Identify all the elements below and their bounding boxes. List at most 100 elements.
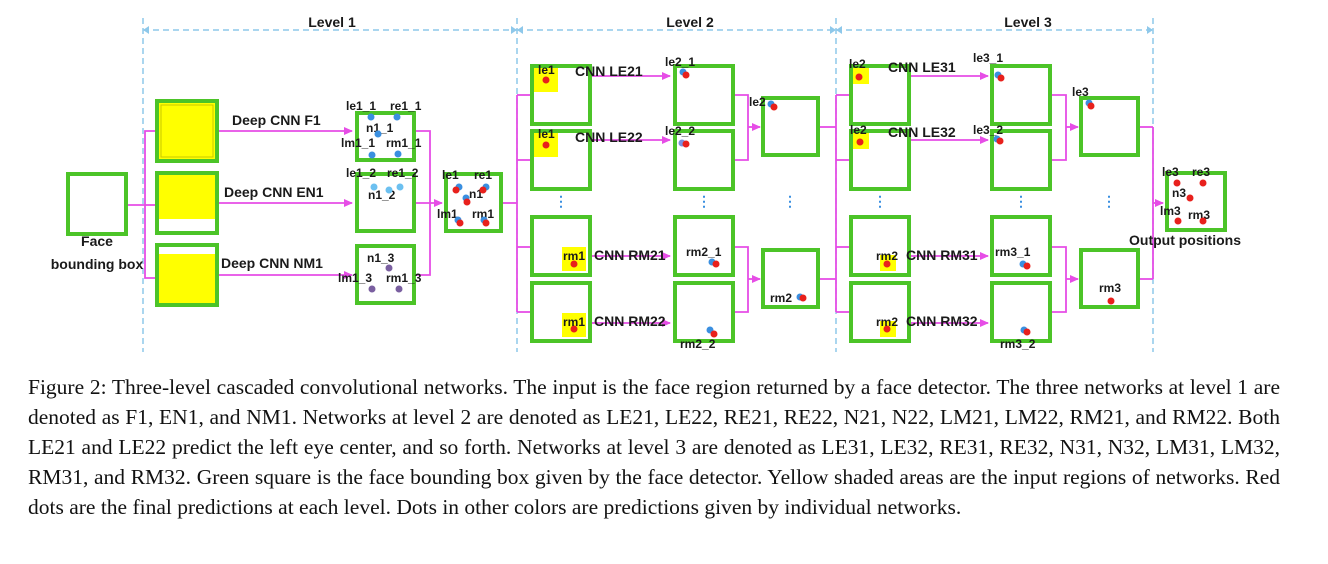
level2-ellipsis-mid: ⋮ xyxy=(697,193,711,209)
en1-re-label: re1_2 xyxy=(387,166,419,180)
le22-output-box xyxy=(673,129,735,191)
level2-input-le22 xyxy=(530,129,592,191)
l3-in-le31-label: le2 xyxy=(849,57,866,71)
dot-nm1-rm xyxy=(395,285,403,293)
net-rm31-label: CNN RM31 xyxy=(906,247,978,263)
level1-input-en1 xyxy=(155,171,219,235)
output-dots xyxy=(1173,179,1207,225)
dot-en1-le xyxy=(370,183,378,191)
le32-out-label: le3_2 xyxy=(973,123,1003,137)
level3-input-rm32 xyxy=(849,281,911,343)
nm1-lm-label: lm1_3 xyxy=(338,271,372,285)
en1-le-label: le1_2 xyxy=(346,166,376,180)
dot-f1-n xyxy=(374,130,382,138)
net-en1-label: Deep CNN EN1 xyxy=(224,184,324,200)
net-rm32-label: CNN RM32 xyxy=(906,313,978,329)
level1-merged-dots xyxy=(452,183,490,227)
level2-output-dots xyxy=(678,68,720,338)
connectors xyxy=(127,72,1164,327)
cascade-diagram: Level 1 Level 2 Level 3 xyxy=(51,14,1241,352)
l3-in-le32-label: le2 xyxy=(850,123,867,137)
level1-merged-box xyxy=(444,172,503,233)
l1-rm-label: rm1 xyxy=(472,207,494,221)
rm22-out-label: rm2_2 xyxy=(680,337,716,351)
dot-f1-re xyxy=(393,113,401,121)
dot-en1-re xyxy=(396,183,404,191)
f1-le-label: le1_1 xyxy=(346,99,376,113)
rm31-out-label: rm3_1 xyxy=(995,245,1031,259)
level2-input-rm22 xyxy=(530,281,592,343)
input-label-line2: bounding box xyxy=(51,256,144,272)
le31-out-label: le3_1 xyxy=(973,51,1003,65)
level2-ellipsis-right: ⋮ xyxy=(783,193,797,209)
net-le21-label: CNN LE21 xyxy=(575,63,643,79)
level2-input-rm21 xyxy=(530,215,592,277)
level3-input-rm31 xyxy=(849,215,911,277)
l2-in-le22-label: le1 xyxy=(538,127,555,141)
dot-f1-le xyxy=(367,113,375,121)
level-dividers xyxy=(142,18,1154,352)
f1-output-box xyxy=(355,111,416,162)
level2-input-le21 xyxy=(530,64,592,126)
net-rm21-label: CNN RM21 xyxy=(594,247,666,263)
f1-re-label: re1_1 xyxy=(390,99,422,113)
rm21-out-label: rm2_1 xyxy=(686,245,722,259)
nm1-output-box xyxy=(355,244,416,305)
dot-f1-lm xyxy=(368,151,376,159)
dot-en1-n xyxy=(385,186,393,194)
f1-lm-label: lm1_1 xyxy=(341,136,375,150)
out-lm-label: lm3 xyxy=(1160,204,1181,218)
l1-re-label: re1 xyxy=(474,168,492,182)
level3-ellipsis-mid: ⋮ xyxy=(1014,193,1028,209)
l1-le-label: le1 xyxy=(442,168,459,182)
l2-in-le21-label: le1 xyxy=(538,63,555,77)
level3-ellipsis-left: ⋮ xyxy=(873,193,887,209)
out-re-label: re3 xyxy=(1192,165,1210,179)
net-le32-label: CNN LE32 xyxy=(888,124,956,140)
out-rm-label: rm3 xyxy=(1188,208,1210,222)
output-positions-label: Output positions xyxy=(1129,232,1241,248)
rm32-out-label: rm3_2 xyxy=(1000,337,1036,351)
rm22-output-box xyxy=(673,281,735,343)
net-le22-label: CNN LE22 xyxy=(575,129,643,145)
f1-n-label: n1_1 xyxy=(366,121,394,135)
f1-rm-label: rm1_1 xyxy=(386,136,422,150)
l3-in-rm31-label: rm2 xyxy=(876,249,898,263)
level-1-title: Level 1 xyxy=(308,14,356,30)
level3-merged-dots xyxy=(1085,99,1115,305)
le2-merged-label: le2 xyxy=(749,95,766,109)
level3-input-le32 xyxy=(849,129,911,191)
nm1-n-label: n1_3 xyxy=(367,251,395,265)
net-f1-label: Deep CNN F1 xyxy=(232,112,321,128)
rm3-merged-label: rm3 xyxy=(1099,281,1121,295)
level3-output-dots xyxy=(993,71,1031,336)
le21-out-label: le2_1 xyxy=(665,55,695,69)
le22-out-label: le2_2 xyxy=(665,124,695,138)
le2-merged-box xyxy=(761,96,820,157)
f1-dots xyxy=(367,113,402,159)
level1-input-nm1 xyxy=(155,243,219,307)
dot-nm1-n xyxy=(385,264,393,272)
dot-nm1-lm xyxy=(368,285,376,293)
l2-in-rm21-label: rm1 xyxy=(563,249,585,263)
input-label-line1: Face xyxy=(81,233,113,249)
figure-caption: Figure 2: Three-level cascaded convoluti… xyxy=(28,375,1280,519)
level2-merged-dots xyxy=(767,100,807,302)
net-le31-label: CNN LE31 xyxy=(888,59,956,75)
out-n-label: n3 xyxy=(1172,186,1186,200)
dot-f1-rm xyxy=(394,150,402,158)
le21-output-box xyxy=(673,64,735,126)
rm32-output-box xyxy=(990,281,1052,343)
out-le-label: le3 xyxy=(1162,165,1179,179)
en1-output-box xyxy=(355,172,416,233)
rm3-merged-box xyxy=(1079,248,1140,309)
nm1-rm-label: rm1_3 xyxy=(386,271,422,285)
l1-lm-label: lm1 xyxy=(437,207,458,221)
rm21-output-box xyxy=(673,215,735,277)
nm1-dots xyxy=(368,264,403,293)
level3-ellipsis-right: ⋮ xyxy=(1102,193,1116,209)
l3-in-rm32-label: rm2 xyxy=(876,315,898,329)
l2-in-rm22-label: rm1 xyxy=(563,315,585,329)
en1-dots xyxy=(370,183,404,194)
level-2-title: Level 2 xyxy=(666,14,714,30)
